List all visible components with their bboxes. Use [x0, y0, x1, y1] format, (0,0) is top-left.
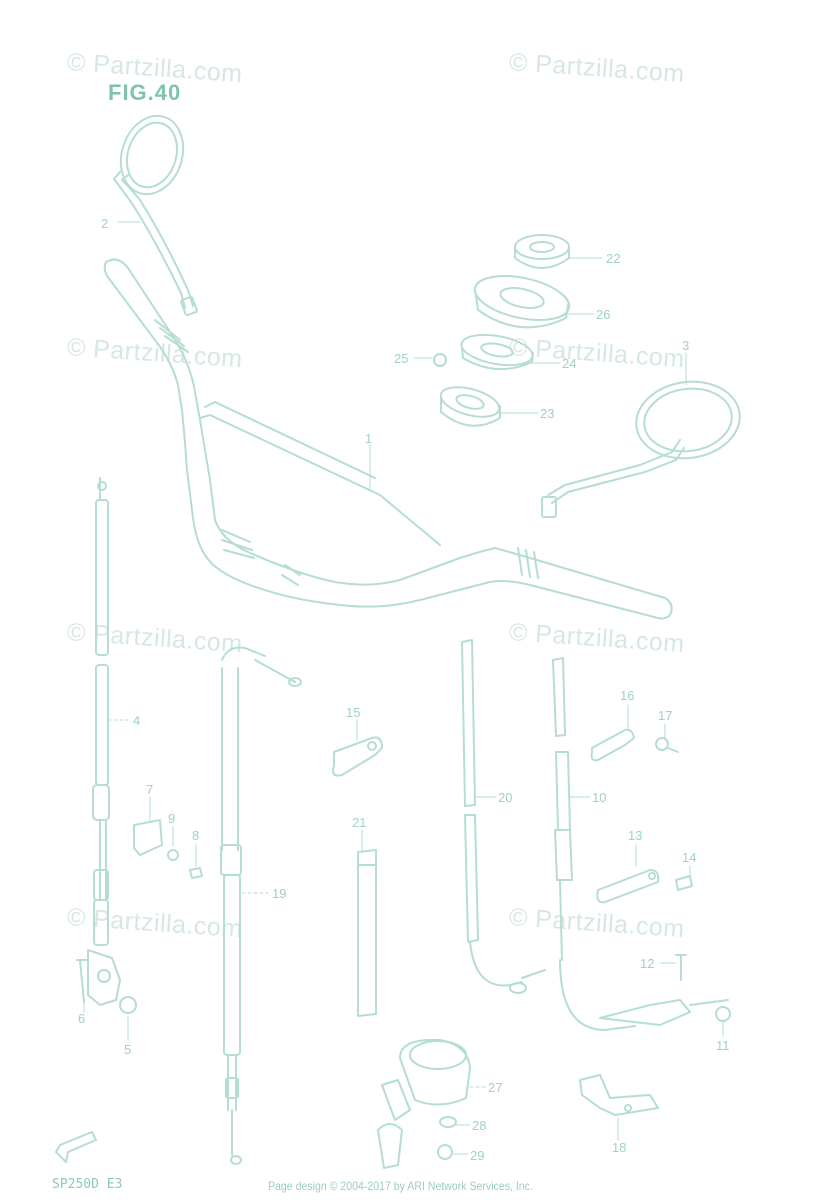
handlebar[interactable]: [103, 258, 673, 620]
screw-9[interactable]: [167, 849, 179, 861]
screw-14[interactable]: [675, 875, 693, 891]
callout-28: 28: [472, 1118, 486, 1133]
callout-12: 12: [640, 956, 654, 971]
callout-17: 17: [658, 708, 672, 723]
plate-13[interactable]: [596, 869, 660, 904]
callout-4: 4: [133, 713, 140, 728]
mirror-right[interactable]: [541, 375, 745, 518]
callout-2: 2: [101, 216, 108, 231]
mirror-left[interactable]: [111, 108, 198, 317]
callout-23: 23: [540, 406, 554, 421]
choke-cable-19[interactable]: [220, 646, 302, 1165]
callout-14: 14: [682, 850, 696, 865]
callout-16: 16: [620, 688, 634, 703]
model-code: SP250D E3: [52, 1177, 123, 1192]
callout-6: 6: [78, 1011, 85, 1026]
callout-13: 13: [628, 828, 642, 843]
clutch-cable-10[interactable]: [552, 657, 731, 1031]
callout-9: 9: [168, 811, 175, 826]
callout-5: 5: [124, 1042, 131, 1057]
bracket-18[interactable]: [579, 1074, 659, 1116]
callout-1: 1: [365, 431, 372, 446]
figure-title: FIG.40: [108, 80, 182, 105]
callout-7: 7: [146, 782, 153, 797]
copyright-text: Page design © 2004-2017 by ARI Network S…: [268, 1179, 533, 1193]
cable-21[interactable]: [357, 849, 377, 1017]
callout-8: 8: [192, 828, 199, 843]
screw-8[interactable]: [189, 867, 203, 879]
bracket-7[interactable]: [133, 819, 163, 856]
screw-6[interactable]: [76, 959, 88, 1003]
grommet-22[interactable]: [514, 234, 570, 269]
screw-12[interactable]: [675, 954, 687, 981]
nut-25[interactable]: [433, 353, 447, 367]
cable-20[interactable]: [461, 639, 546, 994]
callout-15: 15: [346, 705, 360, 720]
callout-11: 11: [716, 1038, 730, 1053]
callout-22: 22: [606, 251, 620, 266]
callout-3: 3: [682, 338, 689, 353]
callout-25: 25: [394, 351, 408, 366]
bolt-17[interactable]: [655, 737, 679, 753]
washer-24[interactable]: [459, 330, 535, 371]
callout-29: 29: [470, 1148, 484, 1163]
screw-29[interactable]: [437, 1144, 453, 1160]
washer-28[interactable]: [439, 1116, 457, 1128]
callout-27: 27: [488, 1080, 502, 1095]
callout-26: 26: [596, 307, 610, 322]
callout-10: 10: [592, 790, 606, 805]
rubber-26[interactable]: [471, 268, 573, 329]
callout-20: 20: [498, 790, 512, 805]
clamp-16[interactable]: [590, 728, 635, 762]
ignition-switch-27[interactable]: [377, 1038, 471, 1169]
callout-24: 24: [562, 356, 576, 371]
front-direction-icon: [55, 1131, 97, 1163]
callout-21: 21: [352, 815, 366, 830]
throttle-cable-4[interactable]: [92, 477, 110, 946]
callout-19: 19: [272, 886, 286, 901]
clamp-15[interactable]: [332, 736, 383, 777]
cushion-23[interactable]: [438, 382, 503, 427]
throttle-grip-5[interactable]: [87, 949, 137, 1014]
callout-18: 18: [612, 1140, 626, 1155]
